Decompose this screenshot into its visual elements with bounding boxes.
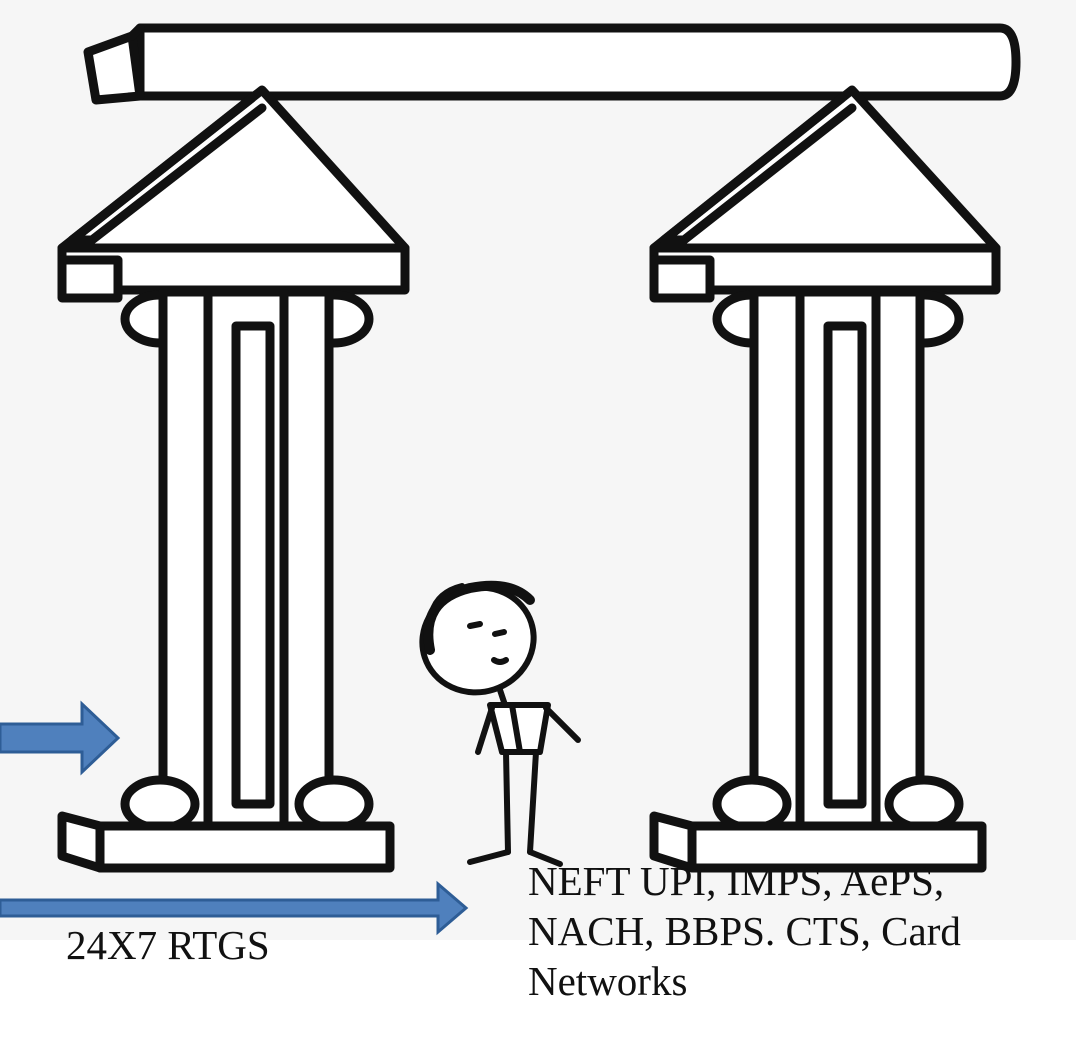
arrow-right-group xyxy=(0,880,469,936)
label-pillar-left: 24X7 RTGS xyxy=(66,922,270,968)
label-pillar-right: NEFT UPI, IMPS, AePS, NACH, BBPS. CTS, C… xyxy=(528,858,961,1004)
pillar-right xyxy=(649,85,1001,873)
pillar-left xyxy=(57,85,410,873)
arrow-left-pillar xyxy=(0,700,121,776)
person-figure xyxy=(419,580,581,867)
lintel-beam xyxy=(83,23,1021,105)
pillar-left-base xyxy=(95,821,395,873)
